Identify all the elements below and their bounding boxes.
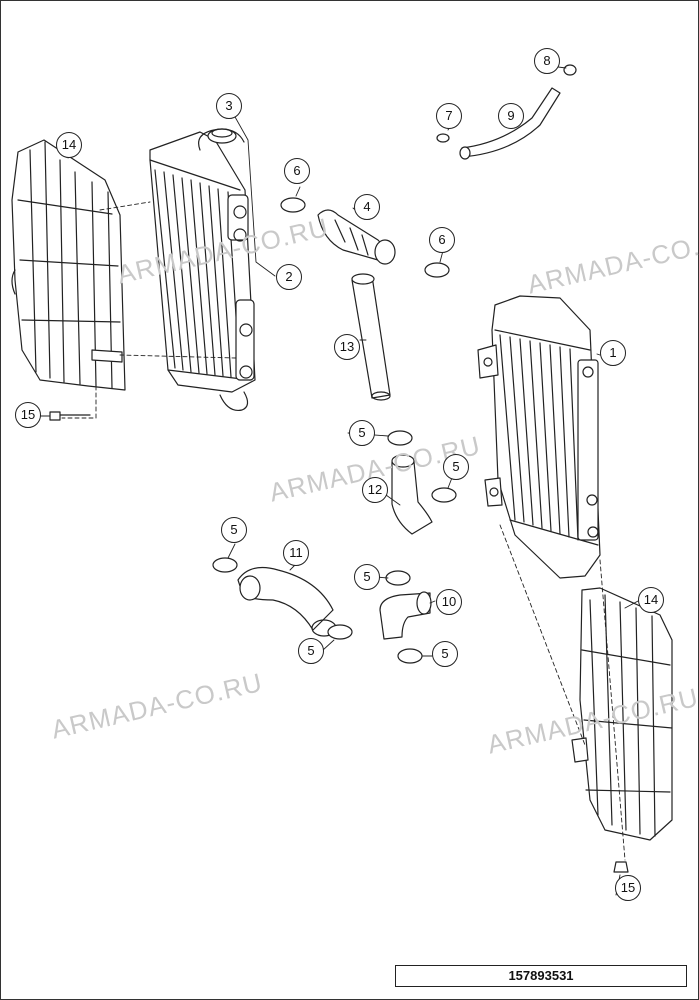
callout-15: 15 — [15, 402, 41, 428]
callout-9: 9 — [498, 103, 524, 129]
callout-13: 13 — [334, 334, 360, 360]
callout-5: 5 — [432, 641, 458, 667]
callout-14: 14 — [56, 132, 82, 158]
callout-2: 2 — [276, 264, 302, 290]
callout-5: 5 — [221, 517, 247, 543]
callout-6: 6 — [429, 227, 455, 253]
small-hose-9 — [459, 87, 561, 160]
callout-10: 10 — [436, 589, 462, 615]
callout-7: 7 — [436, 103, 462, 129]
callout-15: 15 — [615, 875, 641, 901]
callout-5: 5 — [443, 454, 469, 480]
callout-8: 8 — [534, 48, 560, 74]
callout-6: 6 — [284, 158, 310, 184]
thermostat-hose — [317, 209, 396, 265]
callout-4: 4 — [354, 194, 380, 220]
hose-11 — [237, 567, 337, 637]
left-radiator — [149, 128, 256, 412]
hose-12 — [391, 454, 433, 535]
callout-14: 14 — [638, 587, 664, 613]
left-radiator-guard — [11, 139, 126, 391]
callout-5: 5 — [354, 564, 380, 590]
callout-5: 5 — [298, 638, 324, 664]
callout-3: 3 — [216, 93, 242, 119]
assembly-dashed-lines — [61, 201, 626, 861]
callout-1: 1 — [600, 340, 626, 366]
elbow-10 — [379, 591, 432, 640]
screws — [49, 411, 629, 873]
document-number: 157893531 — [395, 965, 687, 987]
callout-5: 5 — [349, 420, 375, 446]
callout-12: 12 — [362, 477, 388, 503]
right-radiator — [477, 295, 601, 579]
pipe — [351, 273, 391, 401]
right-radiator-guard — [571, 587, 673, 841]
callout-11: 11 — [283, 540, 309, 566]
